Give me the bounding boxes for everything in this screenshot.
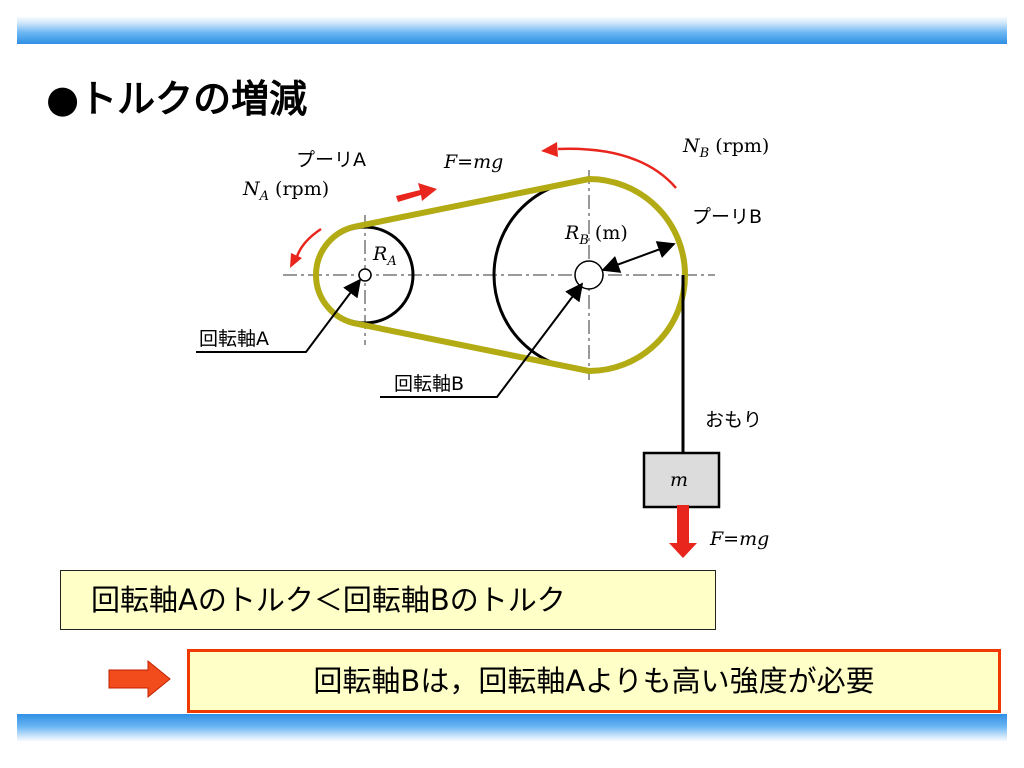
pulley-a-label: プーリA: [296, 149, 366, 171]
pulley-b-label: プーリB: [692, 206, 763, 228]
belt: [313, 176, 688, 374]
weight-force-label: F=mg: [710, 528, 770, 550]
shaft-b-circle: [574, 260, 604, 290]
radius-a-label: RA: [373, 243, 397, 269]
rotation-arrowhead-b: [541, 142, 558, 157]
belt-force-label: F=mg: [444, 151, 504, 173]
conclusion-box: 回転軸Bは，回転軸Aよりも高い強度が必要: [187, 649, 1001, 713]
weight-block: [642, 451, 721, 509]
shaft-a-circle: [358, 268, 372, 282]
radius-b-label: RB (m): [565, 222, 628, 248]
conclusion-arrow: [108, 659, 171, 699]
bottom-gradient-bar: [17, 714, 1007, 742]
mass-label: m: [670, 469, 689, 491]
weight-label: おもり: [705, 409, 763, 431]
weight-force-arrow: [669, 505, 697, 558]
slide-title: ●トルクの増減: [46, 77, 308, 121]
speed-b-label: NB (rpm): [683, 135, 770, 161]
shaft-b-leader: [380, 282, 584, 398]
torque-comparison-box: 回転軸Aのトルク＜回転軸Bのトルク: [60, 570, 716, 630]
rotation-arrowhead-a: [290, 253, 302, 268]
speed-a-label: NA (rpm): [243, 178, 330, 204]
shaft-a-label: 回転軸A: [199, 328, 269, 350]
shaft-b-label: 回転軸B: [394, 373, 465, 395]
belt-force-arrow: [396, 183, 437, 202]
rotation-arc-b: [557, 147, 677, 189]
shaft-a-leader: [196, 278, 362, 353]
radius-b-arrow: [601, 241, 676, 273]
top-gradient-bar: [17, 16, 1007, 44]
